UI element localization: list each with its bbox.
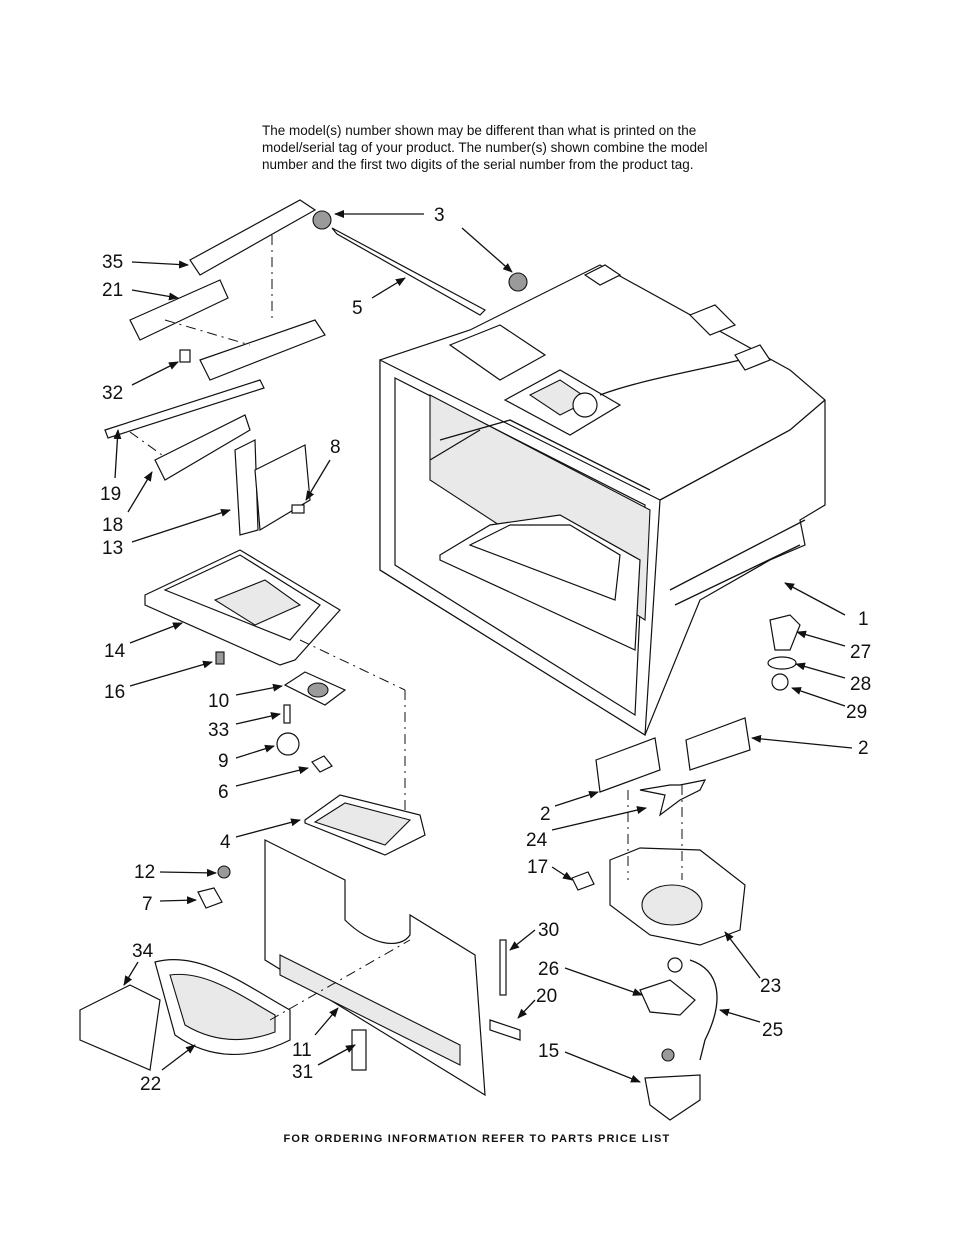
callout-10: 10 xyxy=(208,691,229,712)
leader-lines xyxy=(113,210,853,1083)
callout-20: 20 xyxy=(536,986,557,1007)
callout-33: 33 xyxy=(208,720,229,741)
callout-34: 34 xyxy=(132,941,154,962)
callout-1: 1 xyxy=(858,609,869,630)
callout-4: 4 xyxy=(220,832,231,853)
notice-line-3: number and the first two digits of the s… xyxy=(262,157,694,172)
callout-29: 29 xyxy=(846,702,867,723)
callout-24: 24 xyxy=(526,830,548,851)
fan-assembly-drawing xyxy=(571,614,801,1121)
rear-panel-and-vent-drawing xyxy=(79,839,521,1097)
callout-9: 9 xyxy=(218,751,229,772)
callout-30: 30 xyxy=(538,920,559,941)
callout-5: 5 xyxy=(352,298,363,319)
callout-23: 23 xyxy=(760,976,781,997)
callout-28: 28 xyxy=(850,674,871,695)
ordering-info-footer: FOR ORDERING INFORMATION REFER TO PARTS … xyxy=(283,1133,671,1145)
callout-6: 6 xyxy=(218,782,229,803)
callout-2-right: 2 xyxy=(858,738,869,759)
notice-line-2: model/serial tag of your product. The nu… xyxy=(262,140,708,155)
notice-line-1: The model(s) number shown may be differe… xyxy=(262,123,697,138)
callout-21: 21 xyxy=(102,280,123,301)
callout-16: 16 xyxy=(104,682,125,703)
callout-25: 25 xyxy=(762,1020,783,1041)
callout-3: 3 xyxy=(434,205,445,226)
callout-2-left: 2 xyxy=(540,804,551,825)
callout-22: 22 xyxy=(140,1074,161,1095)
callout-14: 14 xyxy=(104,641,126,662)
tray-and-lower-parts-drawing xyxy=(144,549,426,909)
callout-13: 13 xyxy=(102,538,123,559)
callout-27: 27 xyxy=(850,642,871,663)
callout-labels: 3 35 21 5 32 8 19 18 13 1 14 27 16 28 10… xyxy=(100,205,871,1095)
callout-35: 35 xyxy=(102,252,123,273)
callout-12: 12 xyxy=(134,862,155,883)
model-number-notice: The model(s) number shown may be differe… xyxy=(262,122,782,173)
callout-19: 19 xyxy=(100,484,121,505)
callout-26: 26 xyxy=(538,959,559,980)
callout-11: 11 xyxy=(292,1040,312,1061)
rail-and-bracket-drawings xyxy=(104,199,528,536)
callout-8: 8 xyxy=(330,437,341,458)
callout-15: 15 xyxy=(538,1041,559,1062)
callout-31: 31 xyxy=(292,1062,313,1083)
callout-18: 18 xyxy=(102,515,123,536)
callout-7: 7 xyxy=(142,894,153,915)
callout-17: 17 xyxy=(527,857,548,878)
callout-32: 32 xyxy=(102,383,123,404)
freezer-liner-drawing xyxy=(379,264,826,737)
